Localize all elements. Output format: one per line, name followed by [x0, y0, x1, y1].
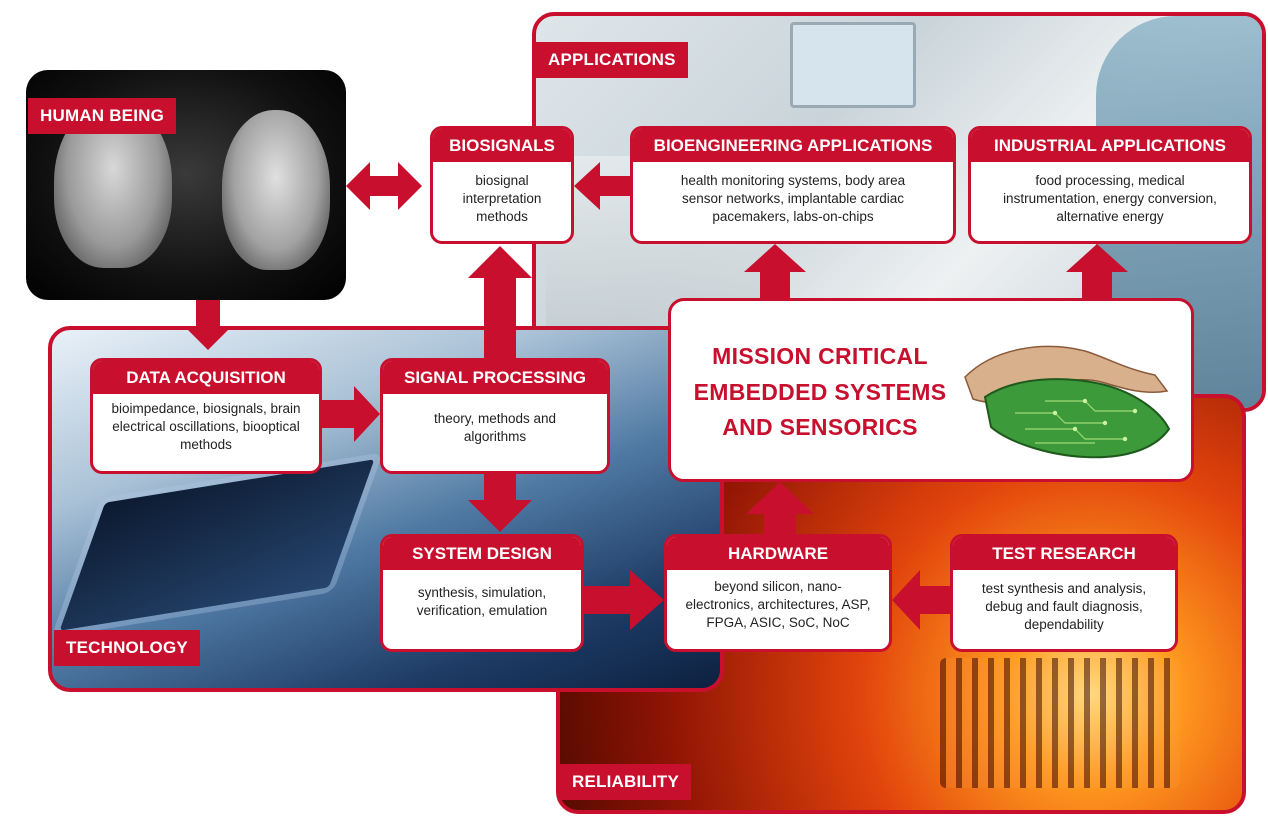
human-being-label: HUMAN BEING — [28, 98, 177, 134]
industrial-title: INDUSTRIAL APPLICATIONS — [971, 129, 1249, 162]
arrow-test-to-hardware — [892, 570, 950, 630]
mission-critical-heading: MISSION CRITICAL EMBEDDED SYSTEMS AND SE… — [685, 339, 955, 446]
data-acquisition-box: DATA ACQUISITION bioimpedance, biosignal… — [90, 358, 322, 474]
mission-critical-line2: EMBEDDED SYSTEMS — [693, 378, 947, 405]
female-face-shape — [222, 110, 330, 270]
handshake-icon — [964, 345, 1171, 459]
bioengineering-title: BIOENGINEERING APPLICATIONS — [633, 129, 953, 162]
system-design-title: SYSTEM DESIGN — [383, 537, 581, 570]
industrial-box: INDUSTRIAL APPLICATIONS food processing,… — [968, 126, 1252, 244]
data-acquisition-title: DATA ACQUISITION — [93, 361, 319, 394]
double-arrow-human-biosignals — [346, 162, 422, 210]
hardware-title: HARDWARE — [667, 537, 889, 570]
mission-critical-line1: MISSION CRITICAL — [712, 343, 928, 369]
technology-label: TECHNOLOGY — [54, 630, 200, 666]
system-design-text: synthesis, simulation, verification, emu… — [416, 585, 548, 618]
industrial-text: food processing, medical instrumentation… — [1003, 173, 1217, 224]
bioengineering-text: health monitoring systems, body area sen… — [680, 173, 906, 224]
test-research-text: test synthesis and analysis, debug and f… — [981, 581, 1147, 632]
human-being-region — [26, 70, 346, 300]
arrow-center-to-bioengineering — [744, 244, 806, 298]
arrow-signal-to-biosignals — [468, 246, 532, 360]
biosignals-title: BIOSIGNALS — [433, 129, 571, 162]
hardware-text: beyond silicon, nano-electronics, archit… — [685, 579, 871, 630]
data-acquisition-text: bioimpedance, biosignals, brain electric… — [111, 401, 301, 452]
mission-critical-line3: AND SENSORICS — [722, 414, 918, 441]
circuit-board-shape — [940, 658, 1180, 788]
system-design-box: SYSTEM DESIGN synthesis, simulation, ver… — [380, 534, 584, 652]
monitor-shape — [790, 22, 916, 108]
arrow-human-to-data-acquisition — [184, 300, 232, 350]
hardware-box: HARDWARE beyond silicon, nano-electronic… — [664, 534, 892, 652]
test-research-title: TEST RESEARCH — [953, 537, 1175, 570]
arrow-center-to-industrial — [1066, 244, 1128, 298]
biosignals-text: biosignal interpretation methods — [462, 173, 542, 224]
arrow-signal-to-system — [468, 474, 532, 532]
mission-critical-box: MISSION CRITICAL EMBEDDED SYSTEMS AND SE… — [668, 298, 1194, 482]
signal-processing-title: SIGNAL PROCESSING — [383, 361, 607, 394]
reliability-label: RELIABILITY — [560, 764, 692, 800]
arrow-bioengineering-to-biosignals — [574, 162, 630, 210]
applications-label: APPLICATIONS — [536, 42, 688, 78]
biosignals-box: BIOSIGNALS biosignal interpretation meth… — [430, 126, 574, 244]
signal-processing-text: theory, methods and algorithms — [433, 411, 557, 444]
signal-processing-box: SIGNAL PROCESSING theory, methods and al… — [380, 358, 610, 474]
arrow-hardware-to-center — [746, 482, 814, 534]
test-research-box: TEST RESEARCH test synthesis and analysi… — [950, 534, 1178, 652]
arrow-system-to-hardware — [584, 570, 664, 630]
arrow-data-to-signal — [322, 386, 380, 442]
bioengineering-box: BIOENGINEERING APPLICATIONS health monit… — [630, 126, 956, 244]
